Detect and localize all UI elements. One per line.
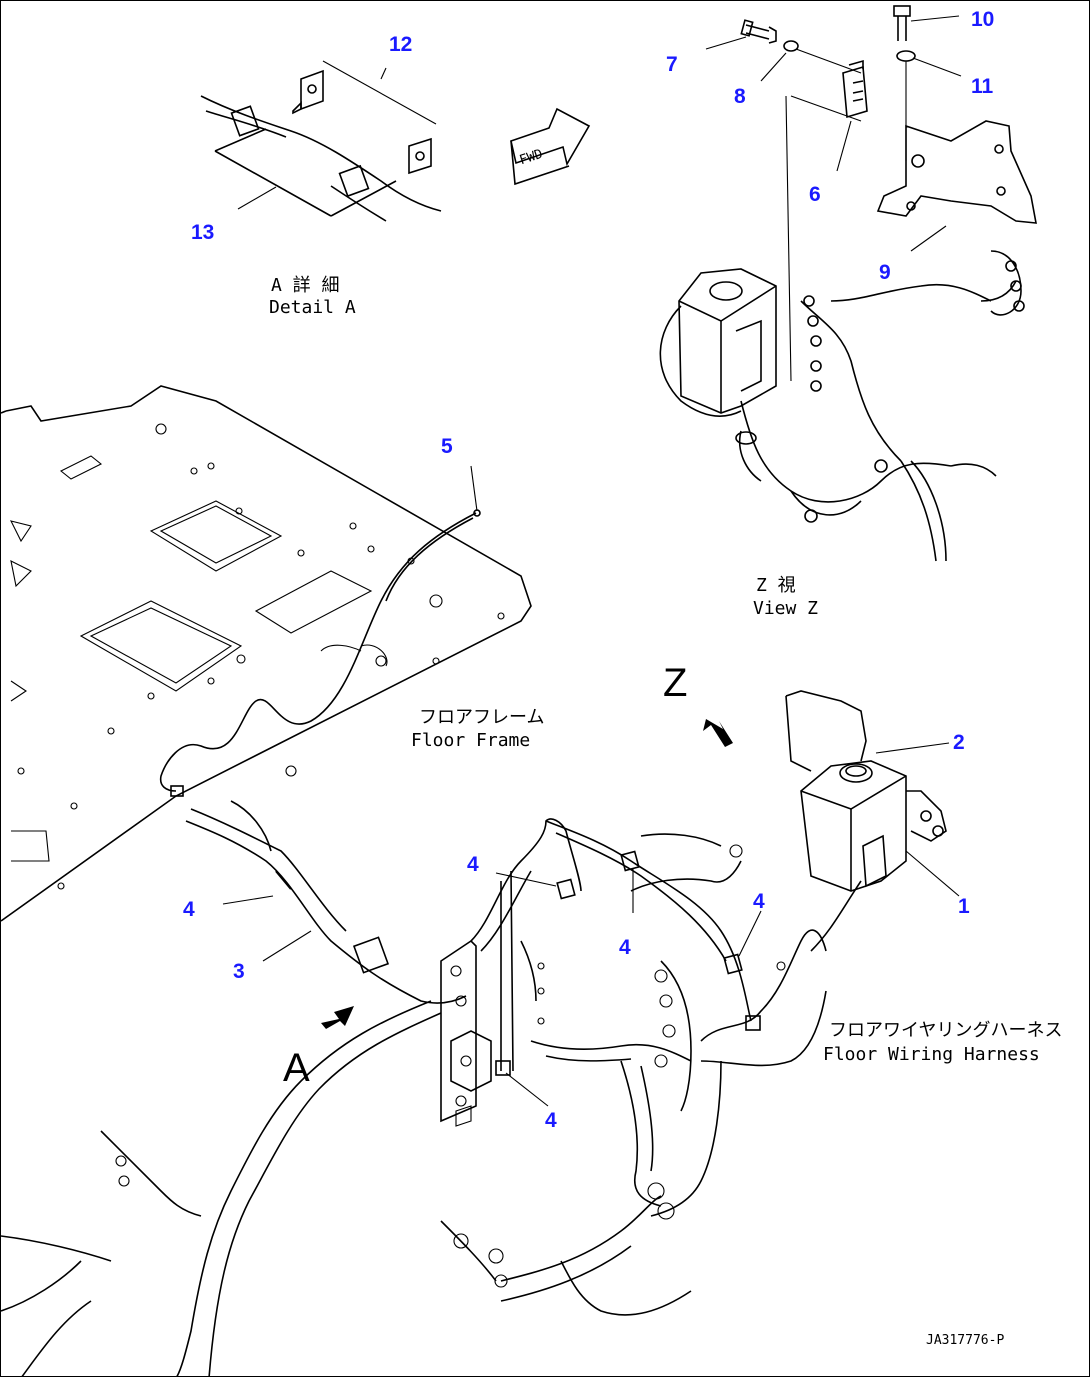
callout-2: 2: [953, 731, 965, 754]
clamp-icon: [338, 164, 370, 198]
callout-9: 9: [879, 261, 891, 284]
floor-wiring-harness-drawing: 2 1 3 4 4 4 4 4 フロアワイヤリングハーネス Floor Wiri…: [1, 690, 1062, 1376]
floor-frame-caption-en: Floor Frame: [411, 730, 530, 751]
floor-harness-caption-jp: フロアワイヤリングハーネス: [829, 1020, 1062, 1041]
callout-11: 11: [971, 75, 994, 98]
callout-6: 6: [809, 183, 821, 206]
clamp-icon: [230, 105, 260, 137]
floor-frame-drawing: 5 フロアフレーム Floor Frame: [1, 385, 544, 922]
callout-4-right: 4: [753, 890, 765, 913]
callout-7: 7: [666, 53, 678, 76]
clamp-icon: [352, 936, 390, 974]
callout-4-center: 4: [619, 936, 631, 959]
bracket-icon: [300, 69, 324, 111]
bracket-icon: [408, 137, 432, 175]
view-z-marker: Z: [663, 661, 687, 705]
callout-13: 13: [191, 221, 214, 244]
callout-1: 1: [958, 895, 970, 918]
view-z-arrow-icon: [703, 719, 733, 747]
callout-5: 5: [441, 435, 453, 458]
callout-4-lower: 4: [545, 1109, 557, 1132]
view-z-caption-jp: Z 視: [756, 575, 796, 596]
fwd-arrow-icon: FWD: [510, 107, 591, 186]
detail-a-drawing: 12 13 A 詳 細 Detail A: [191, 33, 442, 318]
fwd-label: FWD: [518, 147, 545, 169]
callout-4-upper: 4: [467, 853, 479, 876]
callout-12: 12: [389, 33, 412, 56]
callout-3: 3: [233, 960, 245, 983]
view-a-arrow-icon: [321, 1006, 354, 1029]
drawing-id: JA317776-P: [926, 1333, 1004, 1348]
callout-10: 10: [971, 8, 994, 31]
view-z-caption-en: View Z: [753, 598, 818, 619]
floor-harness-caption-en: Floor Wiring Harness: [823, 1044, 1040, 1065]
view-markers: Z A: [283, 661, 733, 1090]
view-z-drawing: 7 8 6 10 11 9 Z 視 View Z: [659, 5, 1037, 619]
detail-a-caption-jp: A 詳 細: [271, 275, 340, 296]
callout-8: 8: [734, 85, 746, 108]
view-a-marker: A: [283, 1046, 310, 1090]
detail-a-caption-en: Detail A: [269, 297, 356, 318]
floor-frame-caption-jp: フロアフレーム: [419, 707, 544, 728]
callout-4-left: 4: [183, 898, 195, 921]
